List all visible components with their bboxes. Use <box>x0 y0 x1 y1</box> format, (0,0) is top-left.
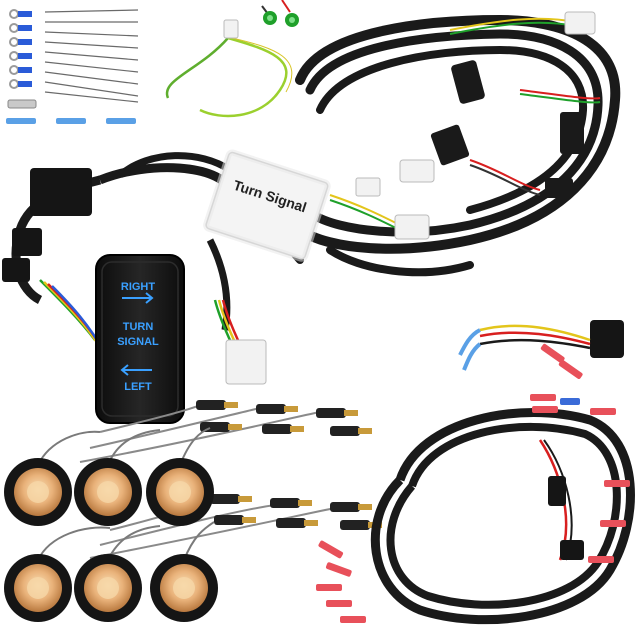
zip-ties <box>44 9 139 103</box>
crimp-terminals <box>316 343 630 623</box>
right-arrow-icon <box>122 292 154 304</box>
main-harness-connectors <box>355 11 596 240</box>
led-light <box>150 521 218 622</box>
butt-connectors <box>6 118 136 124</box>
ring-terminals-and-zip-ties <box>6 9 139 124</box>
switch-turn-label: TURN <box>123 321 154 333</box>
switch-signal-label: SIGNAL <box>117 336 159 348</box>
rocker-switch: RIGHT TURN SIGNAL LEFT <box>95 254 185 424</box>
led-light <box>74 525 161 622</box>
indicator-leds <box>261 0 299 27</box>
secondary-harness <box>370 320 635 625</box>
main-harness-wires <box>329 17 601 231</box>
led-light <box>4 526 111 622</box>
led-lights <box>4 427 218 622</box>
switch-right-label: RIGHT <box>121 281 156 293</box>
small-fuse <box>7 99 37 109</box>
led-light <box>74 429 161 526</box>
ground-wire <box>165 19 293 118</box>
control-module: Turn Signal <box>203 149 331 262</box>
led-light <box>4 430 101 526</box>
switch-left-label: LEFT <box>124 381 152 393</box>
bullet-connectors-lower <box>89 494 382 559</box>
led-light <box>146 427 214 526</box>
ring-terminals <box>9 9 32 89</box>
left-arrow-icon <box>120 364 152 376</box>
